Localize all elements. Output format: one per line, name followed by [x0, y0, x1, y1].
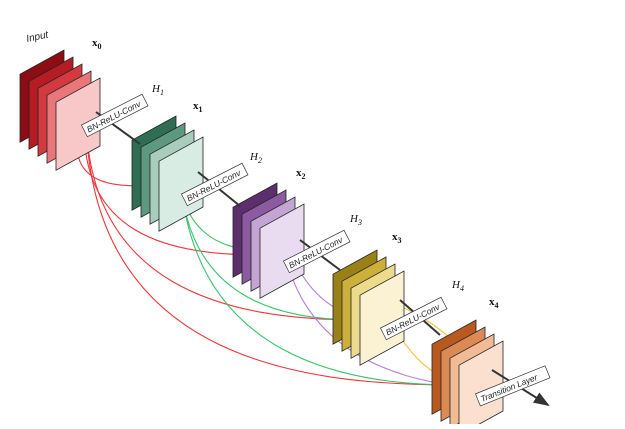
function-label-H2: H2: [249, 151, 262, 165]
feature-map-stack-x4: x4: [431, 296, 504, 429]
function-label-H4: H4: [451, 279, 464, 293]
dense-connection-curve: [179, 169, 456, 386]
feature-map-sheet: [55, 77, 101, 171]
feature-map-stack-x3: x3: [332, 231, 405, 366]
feature-map-stack-x1: x1: [131, 100, 204, 232]
function-label-H1: H1: [151, 83, 164, 97]
dense-connection-curve: [85, 99, 456, 386]
feature-map-stack-x2: x2: [232, 167, 306, 299]
input-label: Input: [25, 29, 50, 45]
feature-map-sheet: [458, 340, 504, 429]
block-label-x1: x1: [193, 100, 203, 114]
feature-map-stack-x0: x0: [19, 37, 102, 171]
dense-connection-curve: [85, 99, 361, 321]
feature-map-sheet: [158, 136, 204, 232]
feature-map-sheet: [359, 270, 405, 366]
function-label-H3: H3: [349, 213, 362, 227]
block-label-x0: x0: [92, 37, 102, 51]
block-label-x2: x2: [296, 167, 306, 181]
feature-map-sheet: [259, 203, 305, 299]
block-label-x3: x3: [392, 231, 402, 245]
block-label-x4: x4: [489, 296, 499, 310]
